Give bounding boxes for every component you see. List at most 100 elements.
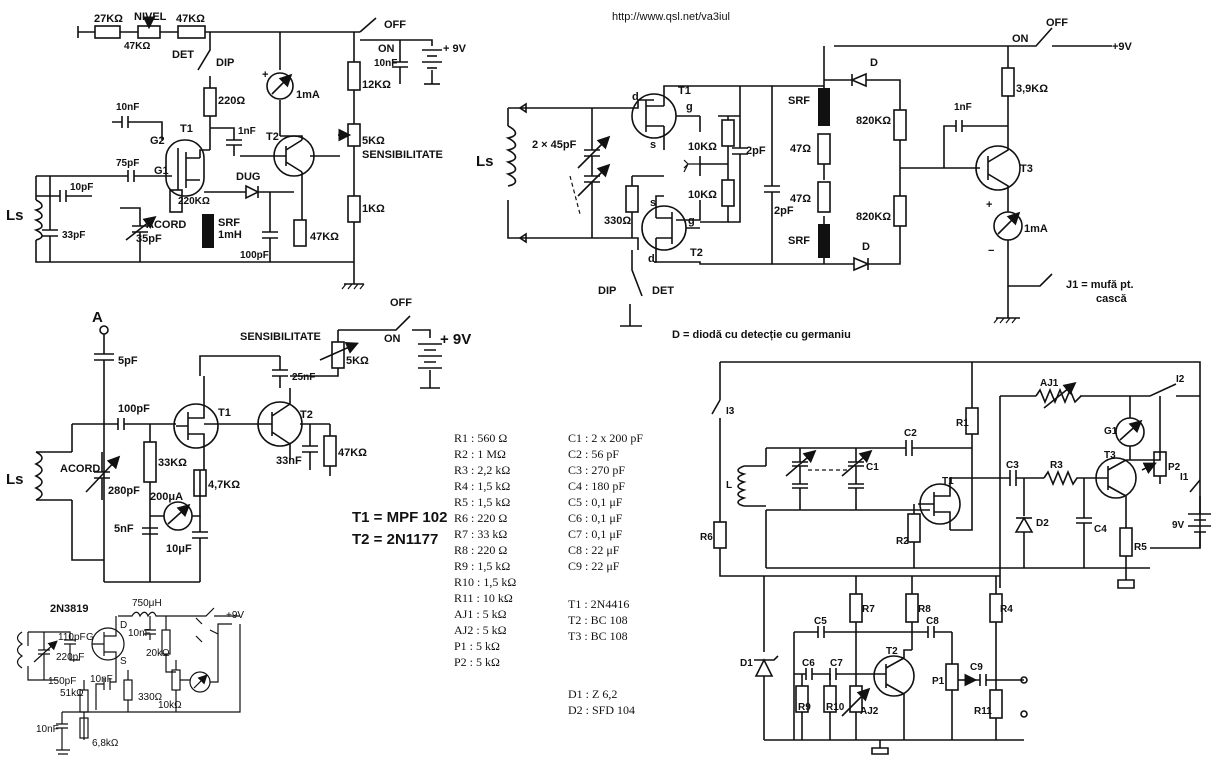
- resistor-r6-5: [713, 521, 727, 549]
- label-10uf: 10μF: [166, 543, 192, 555]
- part-r6: R6 : 220 Ω: [454, 511, 507, 525]
- label-1nf-2: 1nF: [954, 102, 972, 113]
- label-g1: G1: [154, 165, 169, 177]
- label-47k-top: 47KΩ: [176, 13, 205, 25]
- label-dip-1: DIP: [216, 57, 234, 69]
- resistor-1k: [347, 195, 361, 223]
- circuit-1-dual-gate-dip-meter: 27KΩ NIVEL 47KΩ 47KΩ OFF ON + 9V 10nF 12…: [6, 11, 467, 290]
- meter-1ma-2: [993, 211, 1023, 241]
- label-d-bottom: D: [862, 241, 870, 253]
- pot-nivel: [137, 25, 161, 39]
- resistor-r11-5: [989, 689, 1003, 719]
- diode-d-bottom: [853, 256, 871, 272]
- pot-10k: [171, 669, 181, 691]
- label-t1-1: T1: [180, 123, 193, 135]
- label-g-4: G: [86, 632, 94, 643]
- transistor-t3-5: [1095, 457, 1137, 499]
- circuit-3-mpf102-dip-meter: A 5pF SENSIBILITATE OFF ON + 9V 5KΩ 25nF…: [6, 297, 471, 583]
- label-10k-4: 10kΩ: [158, 700, 182, 711]
- resistor-20k: [161, 629, 171, 655]
- label-20k: 20kΩ: [146, 648, 170, 659]
- choke-srf-1: [202, 214, 214, 248]
- label-2n3819: 2N3819: [50, 603, 89, 615]
- parts-list: R1 : 560 Ω R2 : 1 MΩ R3 : 2,2 kΩ R4 : 1,…: [454, 431, 643, 717]
- label-sensibilitate-1: SENSIBILITATE: [362, 149, 443, 161]
- resistor-330-4: [123, 679, 133, 701]
- label-off-3: OFF: [390, 297, 412, 309]
- pot-sensibilitate: [347, 123, 361, 147]
- label-3k9: 3,9KΩ: [1016, 83, 1048, 95]
- diode-dug: [245, 184, 260, 200]
- part-c4: C4 : 180 pF: [568, 479, 625, 493]
- label-47-bottom: 47Ω: [790, 193, 811, 205]
- label-t3-5: T3: [1104, 450, 1116, 461]
- label-220k: 220KΩ: [178, 196, 210, 207]
- label-dug: DUG: [236, 171, 260, 183]
- svg-text:−: −: [988, 245, 994, 257]
- label-ls-3: Ls: [6, 471, 24, 488]
- label-off-1: OFF: [384, 19, 406, 31]
- choke-srf-bottom: [818, 224, 830, 258]
- label-srf-bottom: SRF: [788, 235, 810, 247]
- variable-cap-2x45-a: [577, 135, 611, 169]
- label-r3-5: R3: [1050, 460, 1063, 471]
- label-s-4: S: [120, 656, 127, 667]
- part-d1: D1 : Z 6,2: [568, 687, 617, 701]
- label-c1-5: C1: [866, 462, 879, 473]
- svg-text:+: +: [986, 199, 992, 211]
- label-r4-5: R4: [1000, 604, 1013, 615]
- label-1ma-2: 1mA: [1024, 223, 1048, 235]
- part-c8: C8 : 22 μF: [568, 543, 620, 557]
- output-terminal-top: [1020, 676, 1028, 684]
- resistor-220k: [169, 189, 183, 213]
- label-10k-bottom: 10KΩ: [688, 189, 717, 201]
- label-srf-1: SRF: [218, 217, 240, 229]
- label-9v-5: 9V: [1172, 520, 1185, 531]
- label-d1-5: D1: [740, 658, 753, 669]
- label-j1-a: J1 = mufă pt.: [1066, 279, 1134, 291]
- label-ls-1: Ls: [6, 207, 24, 224]
- label-g1-5: G1: [1104, 426, 1118, 437]
- label-r2-5: R2: [896, 536, 909, 547]
- resistor-r4-5: [989, 593, 1003, 623]
- part-c5: C5 : 0,1 μF: [568, 495, 623, 509]
- label-5k-3: 5KΩ: [346, 355, 369, 367]
- label-t2-2: T2: [690, 247, 703, 259]
- resistor-47-bottom: [817, 181, 831, 213]
- label-75pf: 75pF: [116, 158, 139, 169]
- coil-4: [16, 631, 24, 669]
- resistor-47-top: [817, 133, 831, 165]
- part-r2: R2 : 1 MΩ: [454, 447, 506, 461]
- label-s-t2: s: [650, 197, 656, 209]
- label-sensibilitate-3: SENSIBILITATE: [240, 331, 321, 343]
- pot-5k-3: [331, 341, 345, 369]
- meter-1ma-1: [266, 72, 294, 100]
- diode-d2: [1014, 516, 1034, 533]
- transistor-t1-3: [173, 403, 219, 449]
- resistor-220: [203, 87, 217, 117]
- label-10k-top: 10KΩ: [688, 141, 717, 153]
- output-terminal-bottom: [1020, 710, 1028, 718]
- label-c4-5: C4: [1094, 524, 1107, 535]
- label-280pf: 280pF: [108, 485, 140, 497]
- resistor-r8-5: [905, 593, 919, 623]
- label-r5-5: R5: [1134, 542, 1147, 553]
- label-t2-1: T2: [266, 131, 279, 143]
- resistor-r2-5: [907, 513, 921, 543]
- label-9v-2: +9V: [1112, 41, 1133, 53]
- label-d-t1: d: [632, 91, 639, 103]
- label-t2-type: T2 = 2N1177: [352, 531, 438, 548]
- part-c6: C6 : 0,1 μF: [568, 511, 623, 525]
- label-51k: 51kΩ: [60, 688, 84, 699]
- resistor-47k-3: [323, 435, 337, 467]
- part-r5: R5 : 1,5 kΩ: [454, 495, 510, 509]
- label-l-5: L: [726, 480, 732, 491]
- label-200ua: 200μA: [150, 491, 183, 503]
- label-47k-3: 47KΩ: [338, 447, 367, 459]
- label-diode-note: D = diodă cu detecție cu germaniu: [672, 329, 851, 341]
- label-r10-5: R10: [826, 702, 845, 713]
- label-j1-b: cască: [1096, 293, 1127, 305]
- label-47-top: 47Ω: [790, 143, 811, 155]
- part-r4: R4 : 1,5 kΩ: [454, 479, 510, 493]
- label-4k7: 4,7KΩ: [208, 479, 240, 491]
